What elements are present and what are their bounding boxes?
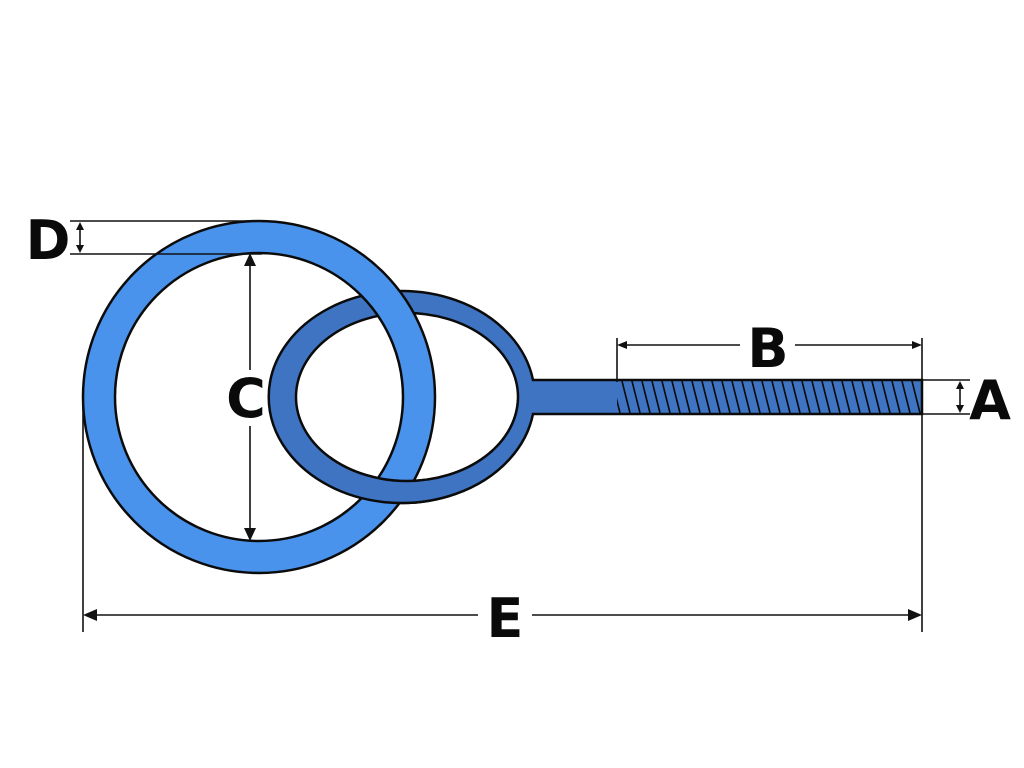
dimension-d: D (26, 209, 262, 272)
eye-bolt-overlap (267, 289, 924, 505)
large-ring (81, 219, 437, 575)
dimension-b-label: B (747, 317, 788, 380)
dimension-a: A (922, 369, 1011, 432)
dimension-e: E (82, 400, 923, 650)
dimension-c: C (226, 253, 266, 541)
dimension-b: B (616, 317, 923, 382)
dimension-e-label: E (487, 587, 524, 650)
dimension-a-label: A (969, 369, 1011, 432)
dimension-c-label: C (226, 367, 266, 430)
dimension-d-label: D (26, 209, 71, 272)
